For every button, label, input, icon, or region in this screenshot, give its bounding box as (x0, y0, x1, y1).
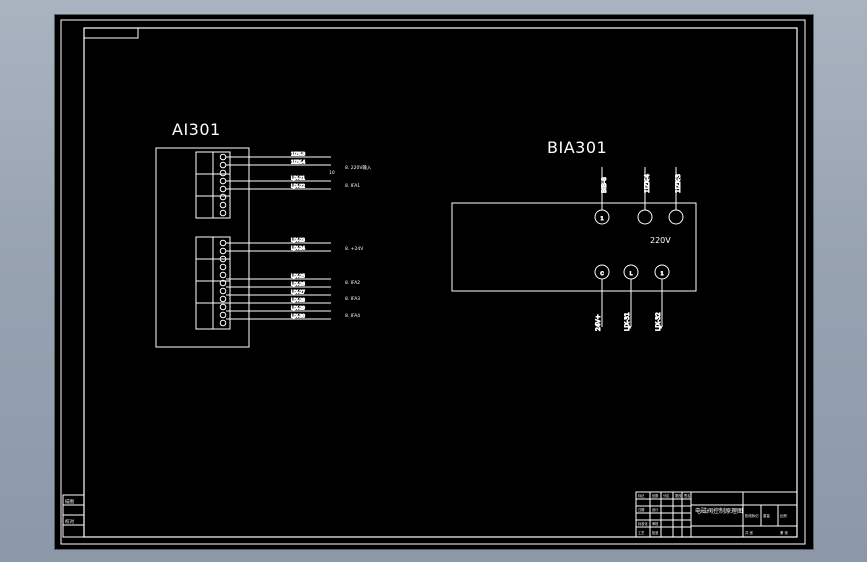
ai-terminal-bottom (219, 255, 227, 263)
ai-terminal-bottom (219, 271, 227, 279)
ai-wire-top-label: 1IZK-3 (291, 152, 305, 158)
title-block-cell: 设计 (652, 507, 659, 512)
bia-bottom-terminal-label: C (600, 271, 603, 277)
ai-terminal-top (219, 185, 227, 193)
ai-note: 8. IFA3 (345, 296, 360, 302)
ai-terminal-bottom (219, 319, 227, 327)
left-stamp-1: 描图 (65, 498, 74, 505)
ai301-title: AI301 (172, 120, 221, 139)
ai-wire-bottom-label: LJX-28 (291, 298, 305, 304)
bia-top-terminal (668, 209, 684, 225)
ai-terminal-bottom (219, 279, 227, 287)
ai-small-mark: 10 (329, 170, 335, 176)
ai-terminal-top (219, 161, 227, 169)
ai-terminal-bottom (219, 295, 227, 303)
title-block-scale-cell: 比例 (780, 513, 787, 518)
title-block-cell: 工艺 (638, 530, 644, 535)
ai-wire-bottom-label: LJX-24 (291, 246, 305, 252)
bia-bottom-label: 24V+ (595, 314, 602, 331)
bia301-box (451, 202, 697, 292)
title-block (635, 491, 798, 538)
bia-top-label: BIB-8 (601, 177, 608, 193)
ai-terminal-bottom (219, 247, 227, 255)
outer-frame (60, 19, 806, 545)
bia-top-label: 1IZK-4 (644, 174, 651, 193)
bia-bottom-label: LJX-32 (655, 312, 662, 331)
ai-note: 8. 220V输入 (345, 164, 372, 171)
ai-terminal-bottom (219, 303, 227, 311)
bia301-title: BIA301 (547, 138, 607, 157)
ai301-box (155, 147, 250, 348)
bia-top-label: 1IZK-3 (675, 174, 682, 193)
bia301-voltage: 220V (650, 236, 671, 245)
ai-wire-bottom-label: LJX-27 (291, 290, 305, 296)
title-block-cell: 签名 (684, 493, 690, 498)
inner-frame (83, 27, 798, 538)
ai-wire-bottom-label: LJX-25 (291, 274, 305, 280)
ai-wire-bottom-label: LJX-29 (291, 306, 305, 312)
ai-terminal-top (219, 201, 227, 209)
ai-note: 8. +24V (345, 246, 364, 252)
ai-terminal-bottom (219, 311, 227, 319)
ai-wire-top-label: LJX-22 (291, 184, 305, 190)
bia-top-terminal (637, 209, 653, 225)
ai-wire-top-label: LJX-21 (291, 176, 305, 182)
title-block-cell: 标准化 (638, 521, 648, 526)
ai-terminal-bottom (219, 239, 227, 247)
ai-wire-bottom-label: LJX-30 (291, 314, 305, 320)
ai-note: 8. IFA2 (345, 280, 360, 286)
title-block-drawing-name: 电磁阀控制原理图 (695, 507, 743, 515)
ai-note: 8. IFA1 (345, 183, 360, 189)
title-block-scale-cell: 重量 (763, 513, 770, 518)
title-block-cell: 处数 (652, 493, 659, 498)
ai-terminal-bottom (219, 263, 227, 271)
title-block-scale-cell: 阶段标记 (745, 513, 759, 518)
bia-bottom-label: LJX-31 (624, 312, 631, 331)
ai-terminal-top (219, 209, 227, 217)
bia-bottom-terminal-label: L (630, 271, 633, 277)
ai-wire-bottom-label: LJX-26 (291, 282, 305, 288)
bia-top-terminal (594, 209, 610, 225)
ai-note: 8. IFA4 (345, 313, 360, 319)
title-block-cell: 批准 (652, 530, 659, 535)
title-block-scale-cell: 共 张 (745, 530, 753, 535)
ai-terminal-top (219, 169, 227, 177)
ai-wire-bottom-label: LJX-23 (291, 238, 305, 244)
ai-terminal-bottom (219, 287, 227, 295)
ai-terminal-top (219, 153, 227, 161)
ai-terminal-top (219, 177, 227, 185)
title-block-scale-cell: 第 张 (780, 530, 788, 535)
title-block-cell: 分区 (663, 493, 670, 498)
corner-box (83, 27, 139, 39)
bia-bottom-terminal-label: 1 (661, 271, 664, 277)
bia-top-terminal-label: 1 (601, 216, 604, 222)
ai-wire-top-label: 1IZK-4 (291, 160, 305, 166)
title-block-cell: 标记 (638, 493, 645, 498)
title-block-cell: 更改 (675, 493, 682, 498)
title-block-cell: 日期 (638, 507, 644, 512)
title-block-cell: 审核 (652, 521, 659, 526)
left-stamp-cells (62, 494, 85, 538)
ai-terminal-top (219, 193, 227, 201)
left-stamp-2: 校对 (65, 518, 74, 525)
